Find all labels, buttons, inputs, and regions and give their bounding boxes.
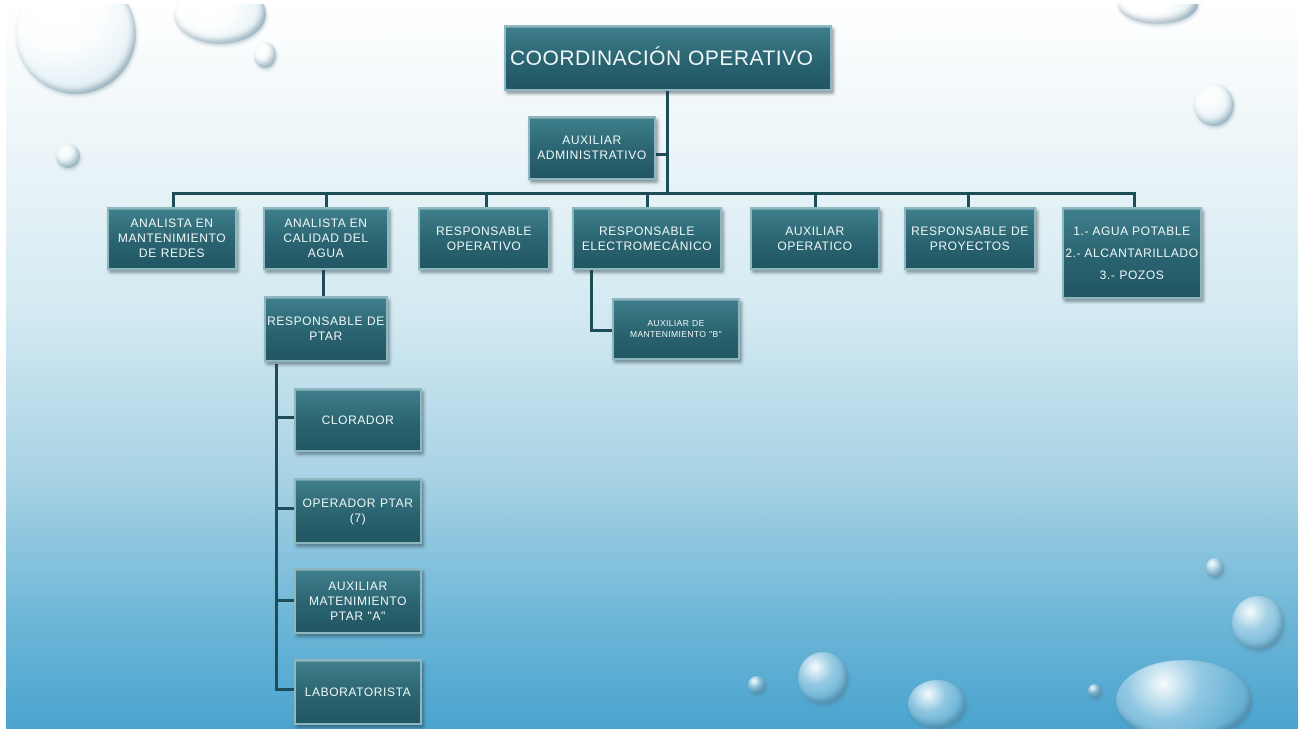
node-operador-ptar: OPERADOR PTAR (7) <box>294 478 422 544</box>
connector-drop-4 <box>646 192 649 209</box>
water-drop-icon <box>1116 660 1252 729</box>
node-responsable-ptar: RESPONSABLE DE PTAR <box>264 296 388 362</box>
node-label: RESPONSABLE ELECTROMECÁNICO <box>581 223 713 253</box>
node-laboratorista: LABORATORISTA <box>294 659 422 725</box>
node-responsable-proyectos: RESPONSABLE DE PROYECTOS <box>904 207 1036 270</box>
water-drop-icon <box>908 680 966 728</box>
water-drop-icon <box>748 676 766 694</box>
connector-drop-6 <box>967 192 970 209</box>
node-auxiliar-operatico: AUXILIAR OPERATICO <box>750 207 880 270</box>
connector-drop-1 <box>172 192 175 209</box>
connector-branch-clorador <box>275 416 297 419</box>
connector-drop-5 <box>814 192 817 209</box>
node-responsable-electromecanico: RESPONSABLE ELECTROMECÁNICO <box>572 207 722 270</box>
water-drop-icon <box>798 652 848 704</box>
connector-drop-2 <box>325 192 328 209</box>
node-coordinacion-operativo: COORDINACIÓN OPERATIVO <box>504 25 832 91</box>
connector-horizontal-bus <box>172 192 1136 195</box>
node-label: RESPONSABLE DE PTAR <box>267 314 385 343</box>
node-auxiliar-administrativo: AUXILIAR ADMINISTRATIVO <box>528 116 656 180</box>
node-label: COORDINACIÓN OPERATIVO <box>510 46 814 70</box>
node-label: OPERADOR PTAR (7) <box>302 496 414 525</box>
node-analista-calidad-agua: ANALISTA EN CALIDAD DEL AGUA <box>263 207 389 270</box>
water-drop-icon <box>1232 596 1284 650</box>
node-clorador: CLORADOR <box>294 388 422 452</box>
node-analista-redes: ANALISTA EN MANTENIMIENTO DE REDES <box>107 207 237 270</box>
water-drop-icon <box>1088 684 1102 698</box>
node-servicios-list: 1.- AGUA POTABLE 2.- ALCANTARILLADO 3.- … <box>1062 207 1202 299</box>
connector-assistant <box>651 153 667 156</box>
node-responsable-operativo: RESPONSABLE OPERATIVO <box>418 207 550 270</box>
water-drop-icon <box>1206 558 1224 578</box>
water-drop-icon <box>1118 4 1198 24</box>
connector-branch-operador <box>275 507 297 510</box>
node-label: CLORADOR <box>321 412 395 427</box>
node-label: RESPONSABLE DE PROYECTOS <box>911 223 1029 253</box>
water-drop-icon <box>1194 84 1234 126</box>
node-label: AUXILIAR DE MANTENIMIENTO "B" <box>629 318 723 339</box>
water-drop-icon <box>56 144 80 168</box>
node-label: AUXILIAR ADMINISTRATIVO <box>537 133 647 162</box>
connector-drop-7 <box>1133 192 1136 209</box>
node-label: AUXILIAR MATENIMIENTO PTAR "A" <box>308 578 408 623</box>
connector-electro-spine <box>590 270 593 332</box>
node-label: AUXILIAR OPERATICO <box>777 223 853 253</box>
connector-root-down <box>666 89 669 195</box>
connector-branch-maint-b <box>590 329 614 332</box>
node-auxiliar-mantenimiento-ptar-a: AUXILIAR MATENIMIENTO PTAR "A" <box>294 568 422 634</box>
node-label: ANALISTA EN CALIDAD DEL AGUA <box>283 216 369 260</box>
connector-branch-aux-ptar <box>275 599 297 602</box>
water-drop-icon <box>174 4 266 44</box>
org-chart-slide: COORDINACIÓN OPERATIVO AUXILIAR ADMINIST… <box>6 4 1298 729</box>
node-label: 1.- AGUA POTABLE 2.- ALCANTARILLADO 3.- … <box>1065 224 1199 282</box>
node-label: ANALISTA EN MANTENIMIENTO DE REDES <box>117 216 227 260</box>
water-drop-icon <box>254 42 276 68</box>
water-drop-icon <box>16 4 136 94</box>
connector-water-to-ptar <box>322 268 325 298</box>
node-label: RESPONSABLE OPERATIVO <box>436 223 532 253</box>
connector-drop-3 <box>485 192 488 209</box>
node-label: LABORATORISTA <box>304 684 412 699</box>
connector-ptar-spine <box>275 364 278 688</box>
connector-branch-lab <box>275 688 297 691</box>
node-auxiliar-mantenimiento-b: AUXILIAR DE MANTENIMIENTO "B" <box>612 298 740 360</box>
